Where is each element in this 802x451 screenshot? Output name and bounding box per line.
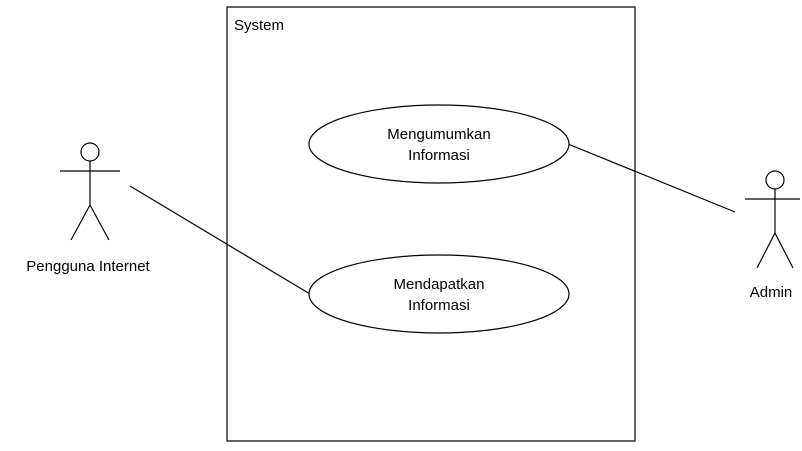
use-case-mendapatkan-informasi[interactable]: Mendapatkan Informasi	[308, 254, 570, 334]
actor-admin[interactable]: Admin	[745, 170, 800, 301]
actor-label: Admin	[750, 284, 793, 301]
use-case-label-line2: Informasi	[408, 297, 470, 314]
stick-figure-icon	[60, 142, 120, 241]
actor-pengguna-internet[interactable]: Pengguna Internet	[26, 142, 151, 275]
system-label: System	[234, 17, 284, 34]
use-case-label-line1: Mendapatkan	[394, 276, 485, 293]
system-boundary: System	[226, 6, 636, 442]
association-pengguna-mendapatkan	[129, 185, 311, 295]
association-admin-mengumumkan	[567, 143, 736, 213]
use-case-mengumumkan-informasi[interactable]: Mengumumkan Informasi	[308, 104, 570, 184]
actor-label: Pengguna Internet	[26, 258, 150, 275]
use-case-label-line1: Mengumumkan	[387, 126, 490, 143]
use-case-label-line2: Informasi	[408, 147, 470, 164]
stick-figure-icon	[745, 170, 800, 269]
